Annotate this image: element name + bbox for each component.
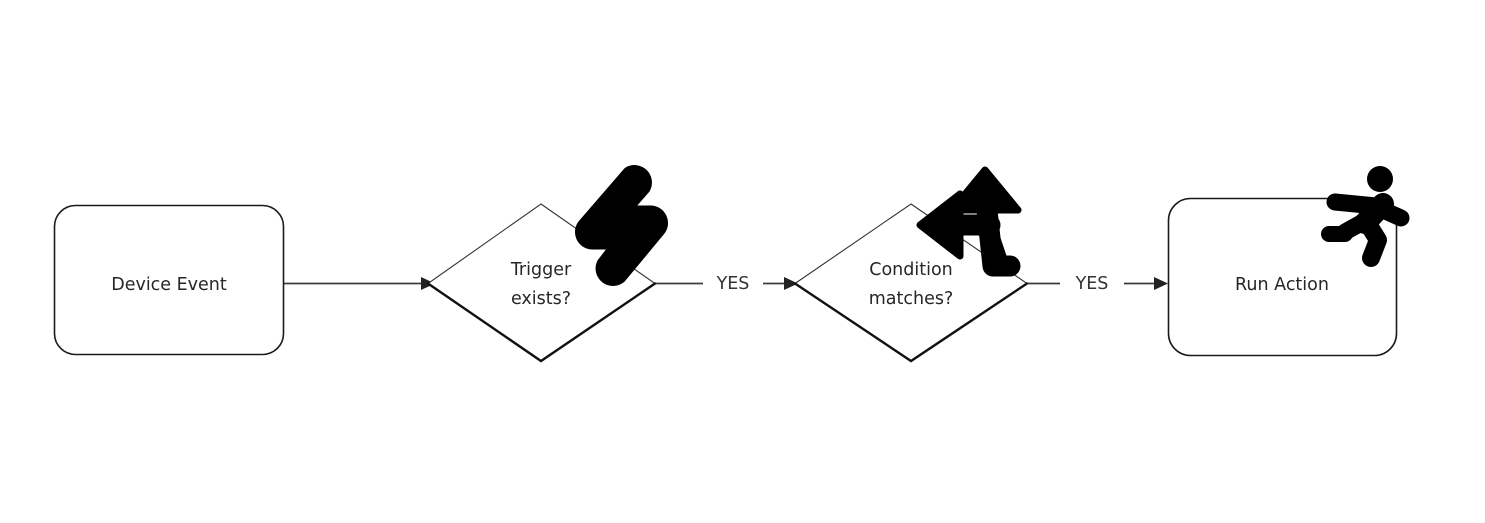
condition-label-line2: matches?	[869, 289, 954, 309]
running-person-icon	[1321, 166, 1410, 267]
edge-label-yes-2: YES	[1075, 274, 1109, 294]
edge-condition-to-action: YES	[1028, 274, 1168, 294]
device-event-box[interactable]	[53, 204, 285, 356]
condition-diamond-lower-edges	[793, 282, 1029, 363]
run-action-label: Run Action	[1235, 275, 1329, 295]
edge-trigger-to-condition: YES	[656, 274, 798, 294]
trigger-diamond-lower-edges	[426, 282, 657, 363]
condition-label-line1: Condition	[869, 260, 953, 280]
node-condition-matches[interactable]: Condition matches?	[793, 203, 1029, 363]
trigger-label-line2: exists?	[511, 289, 571, 309]
lightning-bolt-icon	[575, 165, 668, 286]
trigger-label-line1: Trigger	[510, 260, 572, 280]
edge-event-to-trigger	[284, 277, 435, 290]
arrowhead-icon	[784, 277, 798, 290]
device-event-label: Device Event	[111, 275, 227, 295]
arrowhead-icon	[1154, 277, 1168, 290]
edge-label-yes-1: YES	[716, 274, 750, 294]
node-device-event[interactable]: Device Event	[53, 204, 285, 356]
split-arrows-icon	[916, 166, 1022, 277]
